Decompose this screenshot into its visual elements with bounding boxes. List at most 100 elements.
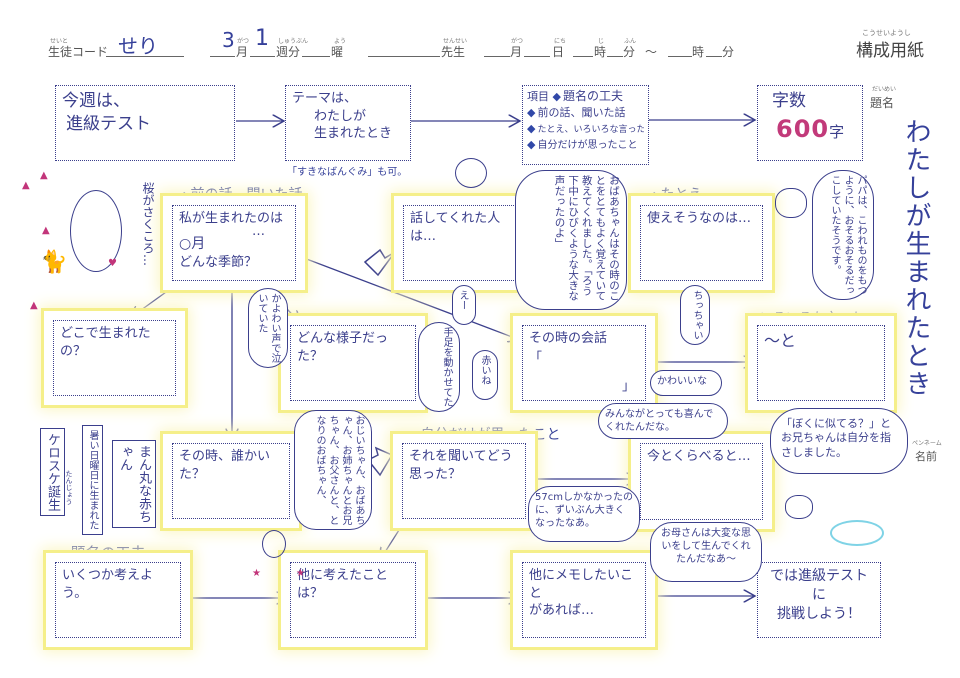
sakura-note: 桜がさくころ… bbox=[141, 182, 155, 266]
weekday-ruby: よう bbox=[334, 38, 347, 45]
items-box: 項目 ◆題名の工夫 ◆前の話、聞いた話 ◆たとえ、いろいろな言った ◆自分だけが… bbox=[522, 85, 649, 165]
this-week-box: 今週は、 進級テスト bbox=[55, 85, 235, 161]
own-box: それを聞いてどう 思った？ bbox=[402, 443, 526, 519]
hour-field[interactable] bbox=[573, 42, 593, 57]
own-label: ◆自分だけが思ったこと bbox=[410, 427, 561, 443]
metaphor-box: 使えそうなのは… bbox=[640, 205, 763, 281]
week-label: 週分 bbox=[276, 45, 301, 59]
month-field[interactable] bbox=[210, 42, 235, 57]
born-box: 私が生まれたのは … ○月 どんな季節？ bbox=[172, 205, 296, 281]
papa-bubble: パパは、こわれものをもつように、おそるおそるだっこしていたそうです。 bbox=[812, 170, 874, 300]
hour2-label: 時 bbox=[692, 45, 705, 59]
challenge-box: では進級テスト に 挑戦しよう！ bbox=[757, 562, 881, 638]
diamond-icon: ◆ bbox=[650, 189, 659, 202]
teller-box: 話してくれた人は… bbox=[403, 205, 526, 281]
born-line: 私が生まれたのは bbox=[179, 211, 284, 226]
title-value: わたしが生まれたとき bbox=[901, 118, 931, 398]
quote-open: 「 bbox=[529, 350, 543, 366]
challenge-line: では進級テスト bbox=[770, 568, 868, 584]
prev-story-label: ◆前の話、聞いた話 bbox=[180, 187, 303, 203]
petal-icon: ▲ bbox=[30, 300, 38, 311]
compare-text: 今とくらべると… bbox=[647, 449, 751, 464]
everyone-bubble: みんながとっても喜んでくれたんだな。 bbox=[598, 403, 728, 439]
title-idea-label: ◆題名の工夫 bbox=[60, 544, 146, 562]
student-code-field[interactable] bbox=[106, 42, 184, 57]
size-bubble: 57cmしかなかったのに、ずいぶん大きくなったなあ。 bbox=[528, 486, 640, 542]
tadpole-illustration bbox=[830, 520, 884, 546]
student-code-label: 生徒コード bbox=[48, 45, 109, 59]
sheet-ruby: こうせいようし bbox=[862, 29, 911, 37]
round-baby-sign: まん丸な赤ちゃん bbox=[112, 440, 156, 528]
diamond-icon: ◆ bbox=[527, 106, 536, 120]
compare-box: 今とくらべると… bbox=[640, 443, 763, 520]
metaphor-label: ◆たとえ、 bbox=[650, 187, 717, 203]
baby-illustration bbox=[70, 190, 122, 272]
minute-ruby: ふん bbox=[624, 38, 637, 45]
title-ideas-box: いくつか考えよう。 bbox=[55, 562, 181, 638]
line-born-to-where bbox=[130, 281, 181, 318]
theme-line: 生まれたとき bbox=[314, 126, 393, 142]
kerosuke-ruby: たんじょう bbox=[65, 470, 73, 505]
born-season: どんな季節？ bbox=[179, 255, 258, 271]
family-bubble: おじいちゃん、おばあちゃん、お姉ちゃんとお兄ちゃん、お父さんと、となりのおばちゃ… bbox=[294, 410, 372, 530]
hour-label: 時 bbox=[594, 45, 607, 59]
small-bubble: ちっちゃい bbox=[680, 285, 710, 345]
star-icon: ★ bbox=[252, 568, 261, 579]
date-month-field[interactable] bbox=[484, 42, 510, 57]
month-value: 3 bbox=[222, 28, 235, 52]
week-field[interactable] bbox=[250, 42, 275, 57]
memo-line: があれば… bbox=[529, 603, 595, 619]
line-born-to-conversation bbox=[295, 254, 520, 340]
student-code-ruby: せいと bbox=[50, 38, 69, 45]
theme-line: テーマは、 bbox=[292, 91, 358, 106]
challenge-line: に bbox=[812, 586, 826, 603]
other-thoughts-box: 他に考えたことは？ bbox=[290, 562, 416, 638]
title-ruby: だいめい bbox=[872, 86, 897, 93]
this-week-line: 進級テスト bbox=[66, 113, 151, 134]
where-text: どこで生まれたの？ bbox=[60, 326, 151, 359]
born-month: ○月 bbox=[179, 236, 206, 253]
item: たとえ、いろいろな言った bbox=[537, 125, 644, 136]
date-day-field[interactable] bbox=[524, 42, 550, 57]
mother-bubble: お母さんは大変な思いをして生んでくれたんだなあ～ bbox=[650, 522, 762, 582]
how-text: どんな様子だった？ bbox=[297, 331, 389, 364]
minute2-label: 分 bbox=[722, 45, 735, 59]
quote-close: 」 bbox=[621, 379, 635, 395]
teacher-label: 先生 bbox=[441, 45, 466, 59]
who-text: その時、誰かいた？ bbox=[179, 449, 271, 482]
minute2-field[interactable] bbox=[706, 42, 722, 57]
date-month-ruby: がつ bbox=[511, 38, 524, 45]
memo-line: 他にメモしたいこと bbox=[529, 568, 634, 601]
theme-line: わたしが bbox=[314, 108, 367, 124]
hot-day-sign: 暑い日曜日に生まれた bbox=[82, 425, 103, 535]
theme-box: テーマは、 わたしが 生まれたとき bbox=[285, 85, 411, 161]
kerosuke-text: ケロスケ誕生 bbox=[45, 433, 60, 511]
weekday-field[interactable] bbox=[302, 42, 330, 57]
outline-arrow-icon bbox=[366, 446, 394, 477]
teacher-field[interactable] bbox=[368, 42, 440, 57]
minute-field[interactable] bbox=[607, 42, 623, 57]
hour-ruby: じ bbox=[598, 38, 605, 45]
outline-arrow-icon bbox=[363, 248, 396, 277]
various-text: ～と bbox=[764, 331, 797, 350]
hour2-field[interactable] bbox=[668, 42, 692, 57]
diamond-icon: ◆ bbox=[410, 429, 419, 442]
bear-illustration bbox=[775, 188, 807, 218]
penname-label: ペンネーム bbox=[912, 440, 942, 447]
items-title: 項目 bbox=[527, 90, 549, 103]
diamond-icon: ◆ bbox=[527, 138, 536, 152]
conversation-box: その時の会話 「 」 bbox=[522, 325, 646, 401]
how-box: どんな様子だった？ bbox=[290, 325, 416, 401]
teacher-ruby: せんせい bbox=[443, 38, 468, 45]
diamond-icon: ◆ bbox=[527, 122, 536, 136]
date-day-label: 日 bbox=[552, 45, 565, 59]
cute-bubble: かわいいな bbox=[650, 370, 722, 396]
challenge-line: 挑戦しよう！ bbox=[777, 605, 861, 622]
petal-icon: ▲ bbox=[42, 225, 50, 236]
petal-icon: ▲ bbox=[22, 180, 30, 191]
student-code-value: せり bbox=[118, 34, 158, 58]
weekday-label: 曜 bbox=[331, 45, 344, 59]
char-count-unit: 字 bbox=[829, 122, 845, 141]
date-month-label: 月 bbox=[510, 45, 523, 59]
red-bubble: 赤いね bbox=[472, 350, 498, 400]
